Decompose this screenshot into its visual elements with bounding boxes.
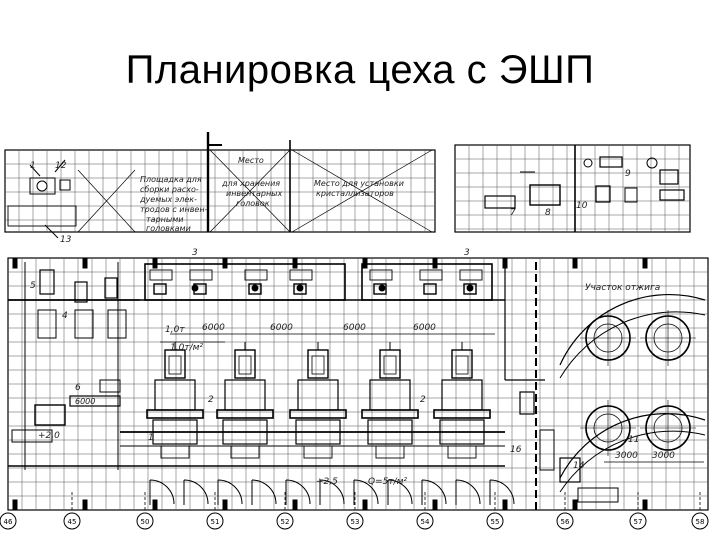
svg-text:13: 13 [60, 235, 72, 245]
control-cabinets [144, 263, 493, 301]
dimension-labels: 6000 6000 6000 6000 1,0т 1,0т/м² 3000 30… [38, 323, 675, 487]
svg-text:16: 16 [510, 445, 522, 455]
callout-numbers: 1 12 13 3 3 5 4 6 2 2 1 16 11 14 7 8 10 … [30, 161, 639, 471]
dimension-line [160, 333, 704, 463]
svg-text:11: 11 [628, 435, 639, 445]
zone-label-assembly: Площадка для сборки расхо- дуемых элек- … [139, 175, 208, 233]
svg-text:Площадка для: Площадка для [140, 175, 202, 184]
svg-text:4: 4 [62, 311, 68, 321]
svg-text:кристаллизаторов: кристаллизаторов [316, 189, 394, 198]
svg-text:6000: 6000 [343, 323, 366, 333]
svg-text:12: 12 [55, 161, 67, 171]
main-hall [7, 257, 709, 511]
esr-furnaces [120, 342, 505, 459]
column-axes: 46 45 50 51 52 53 54 55 56 57 58 [0, 492, 709, 530]
slide-title: Планировка цеха с ЭШП [125, 48, 595, 92]
column-axis-label: 50 [141, 518, 150, 526]
svg-text:6000: 6000 [270, 323, 293, 333]
column-axis-label: 56 [561, 518, 570, 526]
column-axis-label: 52 [281, 518, 290, 526]
svg-text:+2,5: +2,5 [316, 477, 338, 487]
svg-text:6000: 6000 [202, 323, 225, 333]
svg-text:Q=5т/м²: Q=5т/м² [368, 477, 407, 487]
svg-text:1: 1 [30, 161, 36, 171]
svg-text:инвентарных: инвентарных [226, 189, 282, 198]
svg-text:6: 6 [75, 383, 81, 393]
svg-text:3: 3 [464, 248, 470, 258]
top-right-box [454, 144, 691, 233]
bottom-doors [149, 479, 515, 505]
annealing-section-label: Участок отжига [585, 283, 660, 293]
column-axis-label: 54 [421, 518, 430, 526]
svg-text:8: 8 [545, 208, 551, 218]
svg-text:дуемых элек-: дуемых элек- [139, 195, 197, 204]
column-axis-label: 58 [696, 518, 705, 526]
svg-text:3: 3 [192, 248, 198, 258]
svg-text:головками: головками [146, 224, 191, 233]
column-axis-label: 57 [634, 518, 643, 526]
top-left-strip [4, 132, 436, 239]
svg-text:3000: 3000 [652, 451, 675, 461]
svg-text:Место для установки: Место для установки [314, 179, 404, 188]
svg-text:2: 2 [420, 395, 426, 405]
column-axis-label: 55 [491, 518, 500, 526]
zone-label-heads-storage: Место для хранения инвентарных головок [221, 156, 282, 208]
svg-text:10: 10 [576, 201, 588, 211]
svg-text:3000: 3000 [615, 451, 638, 461]
svg-text:для хранения: для хранения [221, 179, 280, 188]
svg-text:9: 9 [625, 169, 631, 179]
svg-text:6000: 6000 [75, 397, 95, 406]
svg-text:6000: 6000 [413, 323, 436, 333]
svg-text:+2,0: +2,0 [38, 431, 60, 441]
svg-text:5: 5 [30, 281, 36, 291]
svg-text:Место: Место [238, 156, 264, 165]
column-axis-label: 46 [4, 518, 13, 526]
svg-text:тарными: тарными [146, 215, 183, 224]
svg-text:1,0т/м²: 1,0т/м² [170, 343, 203, 353]
svg-text:14: 14 [573, 461, 585, 471]
svg-text:2: 2 [208, 395, 214, 405]
svg-text:сборки расхо-: сборки расхо- [140, 185, 199, 194]
column-axis-label: 53 [351, 518, 360, 526]
svg-text:тродов с инвен-: тродов с инвен- [140, 205, 208, 214]
svg-text:7: 7 [510, 208, 516, 218]
svg-text:1,0т: 1,0т [165, 325, 185, 335]
column-axis-label: 45 [68, 518, 77, 526]
svg-text:головок: головок [236, 199, 270, 208]
left-equipment [8, 262, 140, 470]
annealing-aux [519, 391, 619, 503]
svg-text:1: 1 [148, 433, 154, 443]
column-axis-label: 51 [211, 518, 220, 526]
zone-label-crystallizers: Место для установки кристаллизаторов [314, 179, 404, 198]
annealing-furnaces [559, 293, 706, 493]
